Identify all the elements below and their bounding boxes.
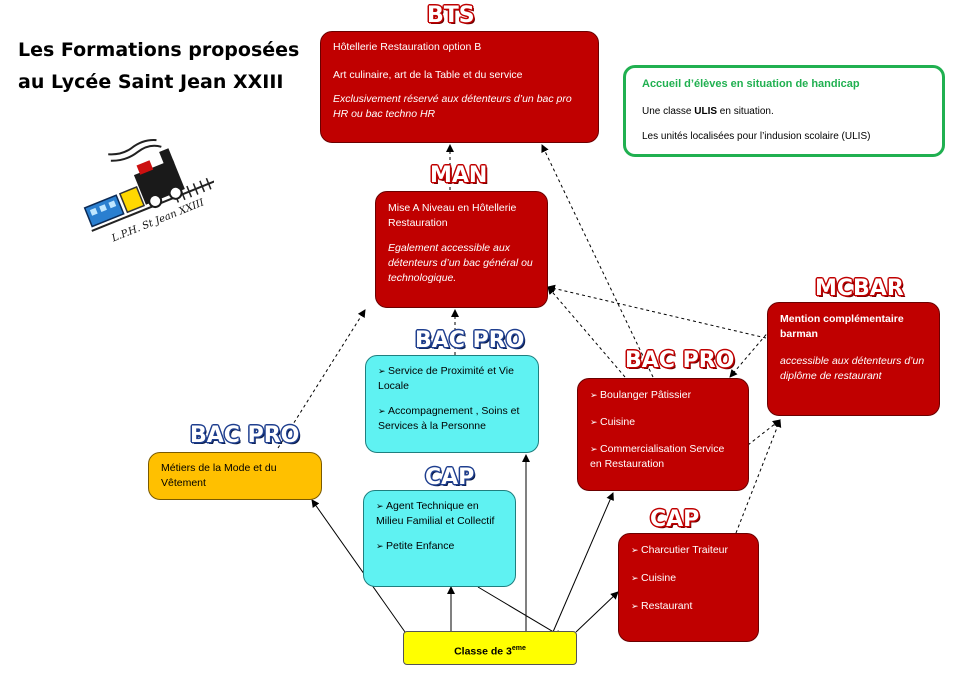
cap-center-item2: Petite Enfance [376, 539, 503, 554]
classe-3e-sup: eme [511, 645, 526, 652]
accueil-title: Accueil d’élèves en situation de handica… [642, 78, 860, 90]
accueil-box: Accueil d’élèves en situation de handica… [623, 65, 945, 157]
bts-box: Hôtellerie Restauration option B Art cul… [320, 31, 599, 143]
dashed-bacpro-right-to-bts [541, 144, 654, 378]
bts-line1: Hôtellerie Restauration option B [333, 41, 482, 53]
bacpro-right-item3: Commercialisation Service en Restauratio… [590, 442, 736, 472]
school-logo: L.P.H. St Jean XXIII [83, 139, 214, 245]
arrow-classe-to-bacpro-right [552, 492, 614, 633]
dashed-mcbar-to-bacpro-right [729, 329, 771, 378]
arrow-classe-to-bacpro-left [311, 499, 406, 633]
bacpro-right-item1: Boulanger Pâtissier [590, 388, 736, 403]
cap-center-item1: Agent Technique en Milieu Familial et Co… [376, 499, 503, 529]
header-bacpro-right: BAC PRO [625, 348, 735, 373]
cap-center-box: Agent Technique en Milieu Familial et Co… [363, 490, 516, 587]
accueil-line1-bold: ULIS [694, 106, 718, 117]
accueil-line2: Les unités localisées pour l’indusion sc… [642, 131, 871, 142]
bacpro-right-item2: Cuisine [590, 415, 736, 430]
cap-right-item3: Restaurant [631, 599, 746, 614]
accueil-line1: Une classe ULIS en situation. [642, 104, 926, 119]
bacpro-center-item2: Accompagnement , Soins et Services à la … [378, 404, 526, 434]
bts-line2: Art culinaire, art de la Table et du ser… [333, 69, 523, 81]
classe-3e-box: Classe de 3eme [403, 631, 577, 665]
bacpro-center-item1: Service de Proximité et Vie Locale [378, 364, 526, 394]
dashed-cap-right-to-mcbar [735, 419, 782, 534]
dashed-mcbar-to-man [547, 284, 767, 339]
dashed-bacpro-right-to-mcbar [747, 419, 781, 446]
header-cap-right: CAP [650, 507, 700, 532]
mcbar-title: Mention complémentaire barman [780, 313, 904, 340]
mcbar-box: Mention complémentaire barman accessible… [767, 302, 940, 416]
header-cap-center: CAP [425, 465, 475, 490]
accueil-line1-post: en situation. [717, 106, 774, 117]
mcbar-note: accessible aux détenteurs d’un diplôme d… [780, 355, 925, 382]
cap-right-item1: Charcutier Traiteur [631, 543, 746, 558]
page-title: Les Formations proposées au Lycée Saint … [18, 34, 318, 98]
header-bacpro-center: BAC PRO [415, 328, 525, 353]
header-bts: BTS [427, 3, 475, 28]
man-title: Mise A Niveau en Hôtellerie Restauration [388, 202, 517, 229]
header-mcbar: MCBAR [815, 276, 904, 301]
header-bacpro-left: BAC PRO [190, 423, 300, 448]
page-title-line2: au Lycée Saint Jean XXIII [18, 71, 284, 93]
header-man: MAN [430, 163, 488, 188]
bacpro-right-box: Boulanger Pâtissier Cuisine Commercialis… [577, 378, 749, 491]
man-note: Egalement accessible aux détenteurs d’un… [388, 242, 533, 284]
classe-3e-label: Classe de 3 [454, 645, 512, 658]
arrow-classe-to-cap-right [575, 591, 619, 633]
arrow-cap-center-up [477, 586, 563, 638]
cap-right-box: Charcutier Traiteur Cuisine Restaurant [618, 533, 759, 642]
cap-right-item2: Cuisine [631, 571, 746, 586]
bacpro-left-box: Métiers de la Mode et du Vêtement [148, 452, 322, 500]
accueil-line1-pre: Une classe [642, 106, 695, 117]
bts-note: Exclusivement réservé aux détenteurs d’u… [333, 93, 572, 120]
page-title-line1: Les Formations proposées [18, 39, 300, 61]
man-box: Mise A Niveau en Hôtellerie Restauration… [375, 191, 548, 308]
dashed-bacpro-right-to-man [547, 286, 626, 378]
bacpro-left-item1: Métiers de la Mode et du Vêtement [161, 462, 277, 489]
bacpro-center-box: Service de Proximité et Vie Locale Accom… [365, 355, 539, 453]
